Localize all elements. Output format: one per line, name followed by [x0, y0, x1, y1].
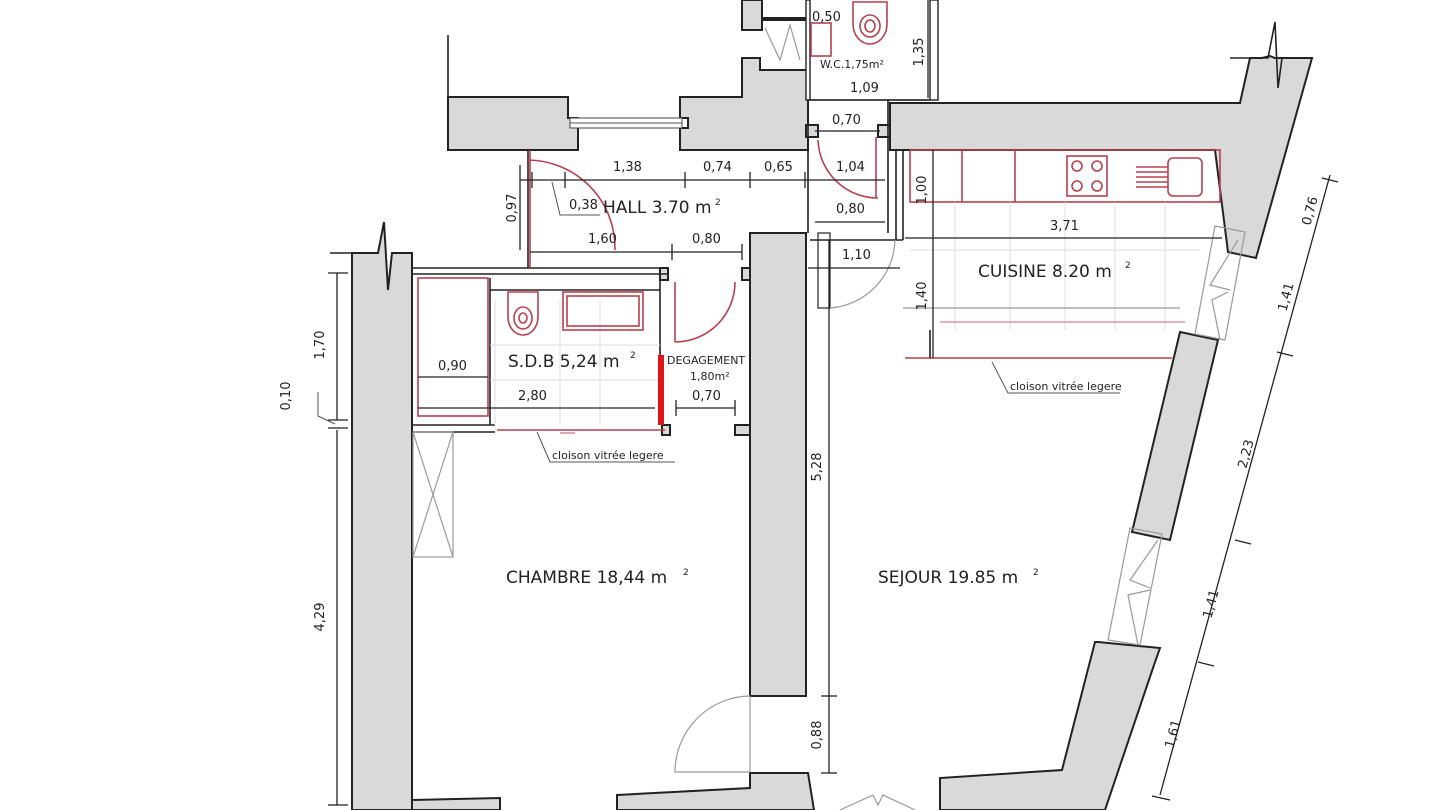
svg-text:0,76: 0,76	[1300, 195, 1322, 227]
svg-text:1,61: 1,61	[1163, 718, 1185, 750]
wall-bottom-mid	[616, 772, 816, 810]
room-label-cuisine: CUISINE 8.20 m	[978, 262, 1112, 282]
svg-text:0,88: 0,88	[810, 721, 825, 750]
wall-left	[351, 221, 413, 810]
svg-text:0,65: 0,65	[764, 160, 793, 175]
wall-facade-2	[939, 641, 1162, 810]
door-swing-degagement	[674, 281, 736, 343]
note-cloison-cuisine: cloison vitrée legere	[1010, 380, 1122, 393]
room-label-wc: W.C.1,75m²	[820, 58, 884, 71]
svg-text:1,35: 1,35	[912, 38, 927, 67]
svg-text:2,80: 2,80	[518, 389, 547, 404]
svg-text:1,04: 1,04	[836, 160, 865, 175]
wall-bottom-left	[411, 796, 501, 810]
wall-hall-top-mid	[679, 57, 809, 151]
svg-text:0,70: 0,70	[832, 113, 861, 128]
door-swing-passage	[817, 139, 879, 199]
svg-text:2: 2	[715, 198, 721, 208]
wall-wc-left	[741, 0, 809, 31]
svg-text:0,97: 0,97	[505, 194, 520, 223]
svg-text:0,74: 0,74	[703, 160, 732, 175]
room-label-degagement: DEGAGEMENT	[667, 354, 745, 367]
door-swing-chambre	[674, 695, 751, 773]
room-area-degagement: 1,80m²	[690, 370, 730, 383]
svg-text:1,40: 1,40	[915, 282, 930, 311]
bathtub-icon	[562, 291, 644, 331]
toilet-sdb-icon	[507, 291, 539, 336]
svg-text:2: 2	[630, 351, 636, 361]
svg-text:2: 2	[1125, 261, 1131, 271]
svg-text:2: 2	[683, 568, 689, 578]
svg-text:0,50: 0,50	[812, 10, 841, 25]
svg-text:1,38: 1,38	[613, 160, 642, 175]
svg-text:1,70: 1,70	[313, 331, 328, 360]
svg-text:3,71: 3,71	[1050, 219, 1079, 234]
svg-text:1,00: 1,00	[915, 176, 930, 205]
svg-text:0,70: 0,70	[692, 389, 721, 404]
svg-text:2: 2	[1033, 568, 1039, 578]
room-label-sejour: SEJOUR 19.85 m	[878, 568, 1018, 588]
svg-text:1,10: 1,10	[842, 248, 871, 263]
door-swing-hall	[527, 159, 616, 251]
svg-text:2,23: 2,23	[1236, 438, 1258, 470]
wall-central	[749, 232, 807, 697]
note-cloison-sdb: cloison vitrée legere	[552, 449, 664, 462]
room-label-hall: HALL 3.70 m	[603, 198, 712, 218]
svg-text:1,09: 1,09	[850, 81, 879, 96]
dimension-lines	[317, 0, 1339, 806]
room-label-sdb: S.D.B 5,24 m	[508, 352, 620, 372]
svg-text:0,38: 0,38	[569, 198, 598, 213]
fixtures	[497, 1, 1203, 434]
svg-text:4,29: 4,29	[313, 603, 328, 632]
svg-text:1,41: 1,41	[1201, 588, 1223, 620]
svg-text:0,80: 0,80	[836, 202, 865, 217]
wall-hall-top-left	[447, 96, 579, 151]
labels: W.C.1,75m² HALL 3.70 m 2 CUISINE 8.20 m …	[279, 10, 1322, 750]
cooktop-icon	[1066, 155, 1108, 197]
svg-text:0,10: 0,10	[279, 382, 294, 411]
kitchen-sink-icon	[1136, 157, 1203, 197]
wc-sink-icon	[810, 22, 832, 57]
walls	[330, 0, 1314, 810]
svg-text:5,28: 5,28	[810, 453, 825, 482]
door-swing-sejour	[829, 239, 896, 309]
svg-text:1,41: 1,41	[1276, 281, 1298, 313]
glass-partition-sdb	[658, 355, 664, 425]
interior-lines	[412, 99, 1246, 810]
svg-text:0,90: 0,90	[438, 359, 467, 374]
svg-text:0,80: 0,80	[692, 232, 721, 247]
wall-facade-1	[1130, 330, 1220, 542]
room-label-chambre: CHAMBRE 18,44 m	[506, 568, 667, 588]
wall-kitchen-north	[889, 54, 1314, 260]
svg-text:1,60: 1,60	[588, 232, 617, 247]
toilet-wc-icon	[852, 1, 888, 45]
